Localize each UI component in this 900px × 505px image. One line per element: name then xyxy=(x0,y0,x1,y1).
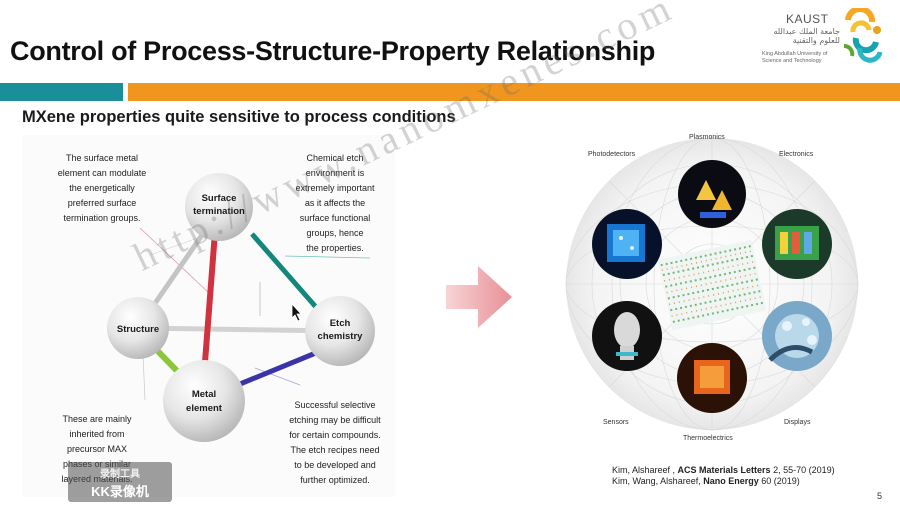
plasmonics-image xyxy=(678,160,746,228)
label-electronics: Electronics xyxy=(779,151,814,158)
node-label: Structure xyxy=(117,324,159,335)
connector-surface-etch xyxy=(250,232,324,316)
label-displays: Displays xyxy=(784,419,811,426)
sensors-image xyxy=(592,301,662,371)
node-surface-termination xyxy=(185,173,253,241)
thermoelectrics-image xyxy=(677,343,747,413)
logo-wordmark: KAUST xyxy=(786,12,829,26)
header-bar-orange xyxy=(128,83,900,101)
node-label: Surface xyxy=(202,193,237,204)
reference-2: Kim, Wang, Alshareef, Nano Energy 60 (20… xyxy=(612,476,800,486)
process-arrow-icon xyxy=(446,266,512,328)
node-metal-element xyxy=(163,360,245,442)
note-selective-etching: Successful selective etching may be diff… xyxy=(289,400,381,485)
electronics-image xyxy=(762,209,832,279)
node-label: chemistry xyxy=(318,331,364,342)
recorder-stamp-line2: KK录像机 xyxy=(91,484,149,499)
node-etch-chemistry xyxy=(305,296,375,366)
photodetectors-image xyxy=(592,209,662,279)
connector-surface-metal xyxy=(202,231,218,363)
page-number: 5 xyxy=(877,491,883,501)
pointer-line xyxy=(254,367,301,386)
node-structure xyxy=(107,297,169,359)
header-bar-teal xyxy=(0,83,123,101)
label-thermoelectrics: Thermoelectrics xyxy=(683,435,733,442)
node-label: Etch xyxy=(330,318,351,329)
node-label: termination xyxy=(193,206,245,217)
pointer-line xyxy=(142,354,146,401)
pointer-line xyxy=(139,227,211,295)
pointer-line xyxy=(284,255,371,259)
label-sensors: Sensors xyxy=(603,419,629,426)
references: Kim, Alshareef , ACS Materials Letters 2… xyxy=(612,465,835,487)
displays-image xyxy=(762,301,832,371)
recorder-stamp: 录制工具 KK录像机 xyxy=(68,462,172,502)
node-label: Metal xyxy=(192,389,216,400)
node-label: element xyxy=(186,403,223,414)
applications-figure xyxy=(565,137,859,431)
label-photodetectors: Photodetectors xyxy=(588,151,636,158)
note-surface-metal: The surface metal element can modulate t… xyxy=(57,153,147,223)
recorder-stamp-line1: 录制工具 xyxy=(100,469,140,480)
kaust-logo: KAUST جامعة الملك عبدالله للعلوم والتقني… xyxy=(756,8,896,78)
logo-english-text: King Abdullah University of Science and … xyxy=(762,51,828,64)
label-plasmonics: Plasmonics xyxy=(689,134,725,141)
reference-1: Kim, Alshareef , ACS Materials Letters 2… xyxy=(612,465,835,475)
logo-mark-icon xyxy=(843,8,883,63)
logo-arabic-text: جامعة الملك عبدالله للعلوم والتقنية xyxy=(773,27,840,45)
slide-title: Control of Process-Structure-Property Re… xyxy=(10,36,656,66)
cursor-icon xyxy=(291,302,302,322)
note-etch-environment: Chemical etch environment is extremely i… xyxy=(295,153,375,253)
connector-metal-etch xyxy=(239,347,324,387)
slide-subtitle: MXene properties quite sensitive to proc… xyxy=(22,108,456,126)
